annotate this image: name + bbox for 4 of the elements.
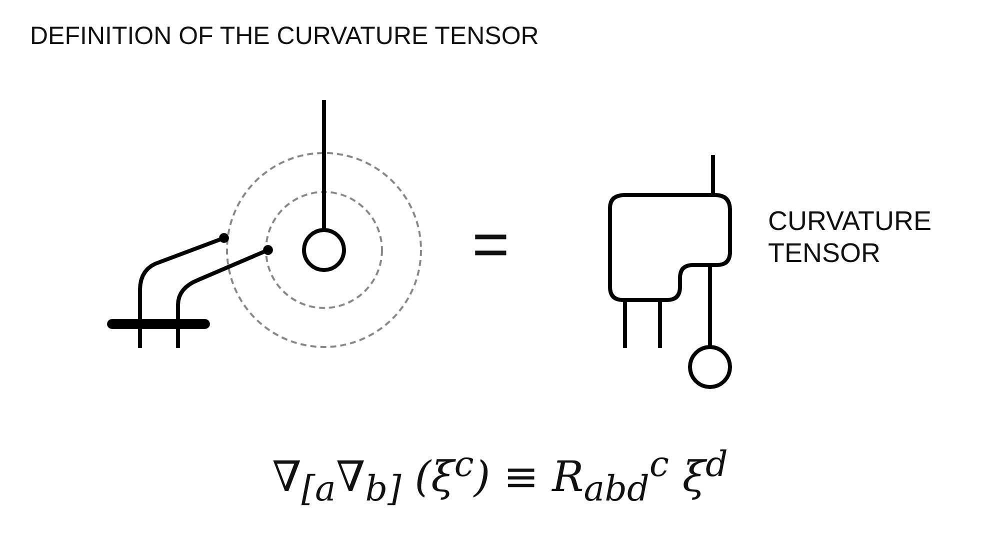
diagram-title: DEFINITION OF THE CURVATURE TENSOR [30, 22, 539, 51]
tensor-caption: CURVATURE TENSOR [768, 205, 933, 269]
formula: ∇$_{[a}$∇$_{b]}$ (ξ$^{c}$) ≡ R$_{abd}$$^{c}$ ξ$^{d}$ [271, 445, 729, 510]
equals-sign: = [472, 212, 510, 276]
